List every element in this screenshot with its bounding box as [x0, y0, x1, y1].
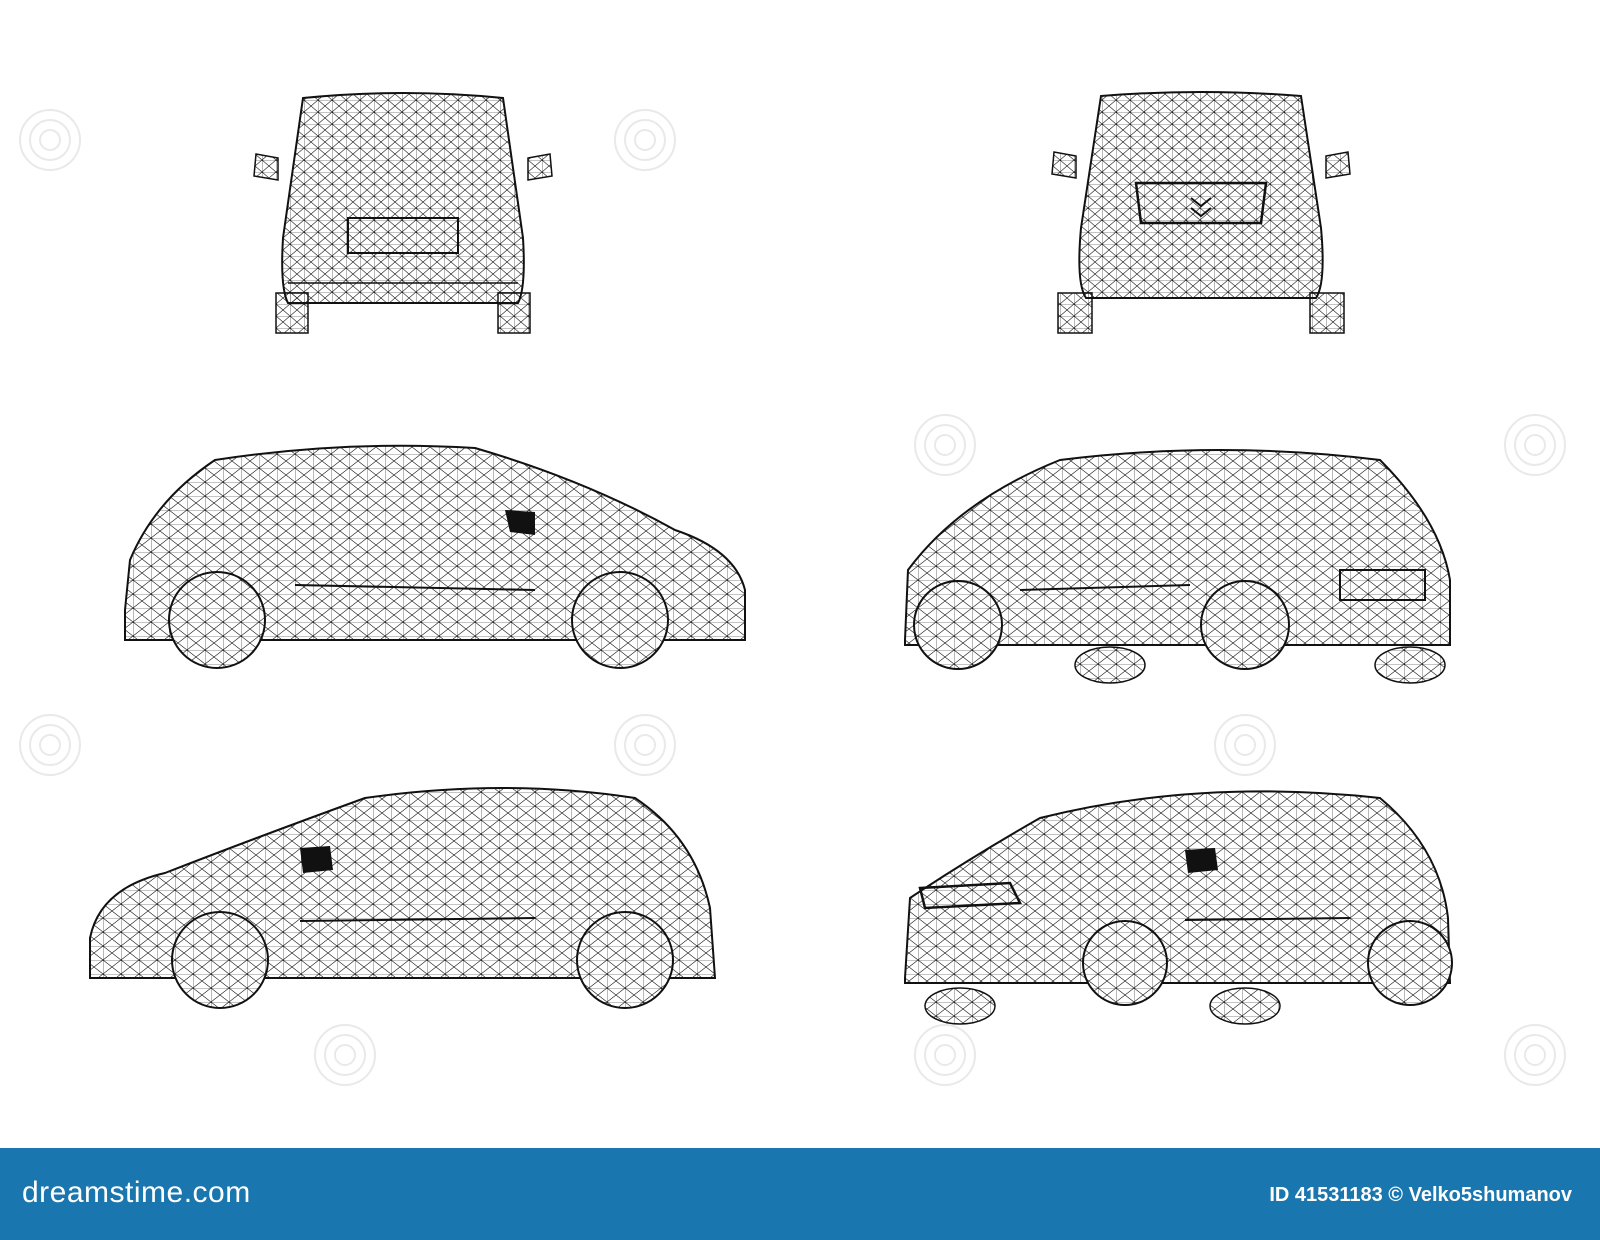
watermark-icon — [1214, 714, 1276, 776]
rear-three-quarter-view-wireframe — [904, 449, 1451, 684]
side-view-right-wireframe — [124, 444, 746, 669]
front-three-quarter-view — [900, 778, 1480, 1038]
watermark-icon — [614, 714, 676, 776]
front-view — [1046, 88, 1356, 338]
watermark-icon — [19, 714, 81, 776]
watermark-icon — [314, 1024, 376, 1086]
watermark-icon — [19, 109, 81, 171]
watermark-icon — [1504, 1024, 1566, 1086]
footer-bar: dreamstime.com ID 41531183 © Velko5shuma… — [0, 1148, 1600, 1240]
front-three-quarter-view-wireframe — [904, 790, 1453, 1025]
rear-three-quarter-view — [900, 440, 1480, 690]
rear-view-wireframe — [253, 92, 553, 334]
watermark-icon — [914, 1024, 976, 1086]
watermark-icon — [1504, 414, 1566, 476]
watermark-icon — [914, 414, 976, 476]
rear-view — [248, 88, 558, 338]
dreamstime-logo: dreamstime.com — [22, 1176, 251, 1209]
side-view-left — [85, 778, 735, 1028]
watermark-icon — [614, 109, 676, 171]
side-view-left-wireframe — [89, 787, 717, 1009]
front-view-wireframe — [1051, 91, 1351, 334]
side-view-right — [115, 440, 765, 690]
illustration-canvas — [19, 88, 1566, 1086]
image-id-credit: ID 41531183 © Velko5shumanov — [1269, 1184, 1572, 1206]
